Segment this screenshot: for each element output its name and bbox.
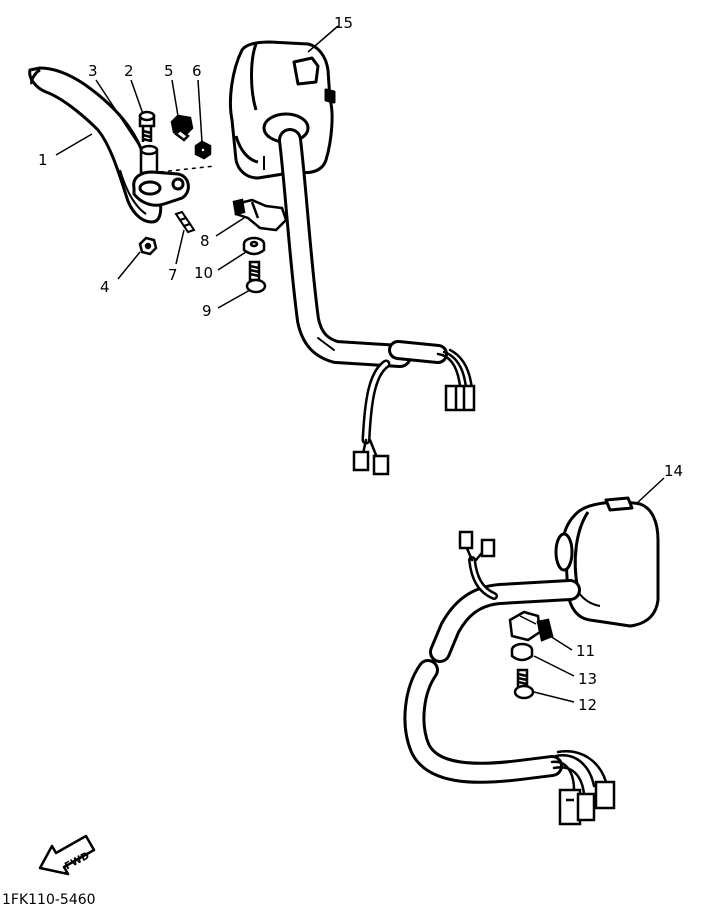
- fwd-arrow-icon: FWD: [38, 834, 96, 876]
- callout-9: 9: [202, 302, 212, 320]
- connector-upper-b: [352, 450, 390, 476]
- screw-5: [170, 114, 194, 142]
- leader-7: [175, 229, 185, 265]
- leader-8: [215, 217, 245, 237]
- switch-housing-15: [228, 40, 336, 180]
- leader-15: [307, 25, 339, 53]
- callout-4: 4: [100, 278, 110, 296]
- leader-2: [130, 79, 144, 115]
- leader-9: [217, 289, 251, 309]
- leader-14: [635, 477, 665, 505]
- brake-lever: [28, 66, 163, 224]
- leader-11: [549, 635, 573, 651]
- clutch-switch-11: [508, 610, 554, 642]
- wire-harness-lower: [403, 544, 608, 796]
- callout-13: 13: [578, 670, 597, 688]
- callout-5: 5: [164, 62, 174, 80]
- callout-2: 2: [124, 62, 134, 80]
- stop-switch-8: [232, 198, 288, 232]
- screw-12: [513, 668, 535, 700]
- callout-8: 8: [200, 232, 210, 250]
- leader-3: [95, 79, 143, 151]
- callout-11: 11: [576, 642, 595, 660]
- leader-13: [533, 655, 575, 677]
- nut-6: [194, 140, 212, 160]
- leader-4: [117, 251, 141, 280]
- callout-6: 6: [192, 62, 202, 80]
- callout-10: 10: [194, 264, 213, 282]
- connector-lower-b: [558, 780, 616, 826]
- leader-lines: [55, 25, 665, 703]
- washer-10: [242, 236, 266, 256]
- callout-1: 1: [38, 151, 48, 169]
- leader-12: [533, 691, 575, 703]
- callout-7: 7: [168, 266, 178, 284]
- leader-6: [197, 79, 203, 143]
- wire-harness-upper: [278, 128, 474, 462]
- callout-15: 15: [334, 14, 353, 32]
- spring-7: [174, 210, 196, 234]
- connector-lower-a: [458, 530, 496, 558]
- callout-labels: 1 2 3 4 5 6 7 8 9 10 11 12 13 14 15: [38, 14, 683, 714]
- callout-12: 12: [578, 696, 597, 714]
- lever-bracket: [132, 170, 190, 207]
- switch-housing-14: [554, 496, 660, 628]
- screw-9: [245, 260, 267, 294]
- alignment-leader: [159, 165, 216, 173]
- leader-5: [171, 79, 179, 117]
- callout-3: 3: [88, 62, 98, 80]
- leader-1: [55, 133, 93, 156]
- washer-13: [510, 642, 534, 662]
- figure-code: 1FK110-5460: [2, 892, 96, 908]
- nut-4: [138, 236, 158, 256]
- pivot-bolt: [138, 110, 156, 143]
- callout-14: 14: [664, 462, 683, 480]
- leader-10: [217, 251, 247, 271]
- connector-upper-a: [444, 384, 476, 412]
